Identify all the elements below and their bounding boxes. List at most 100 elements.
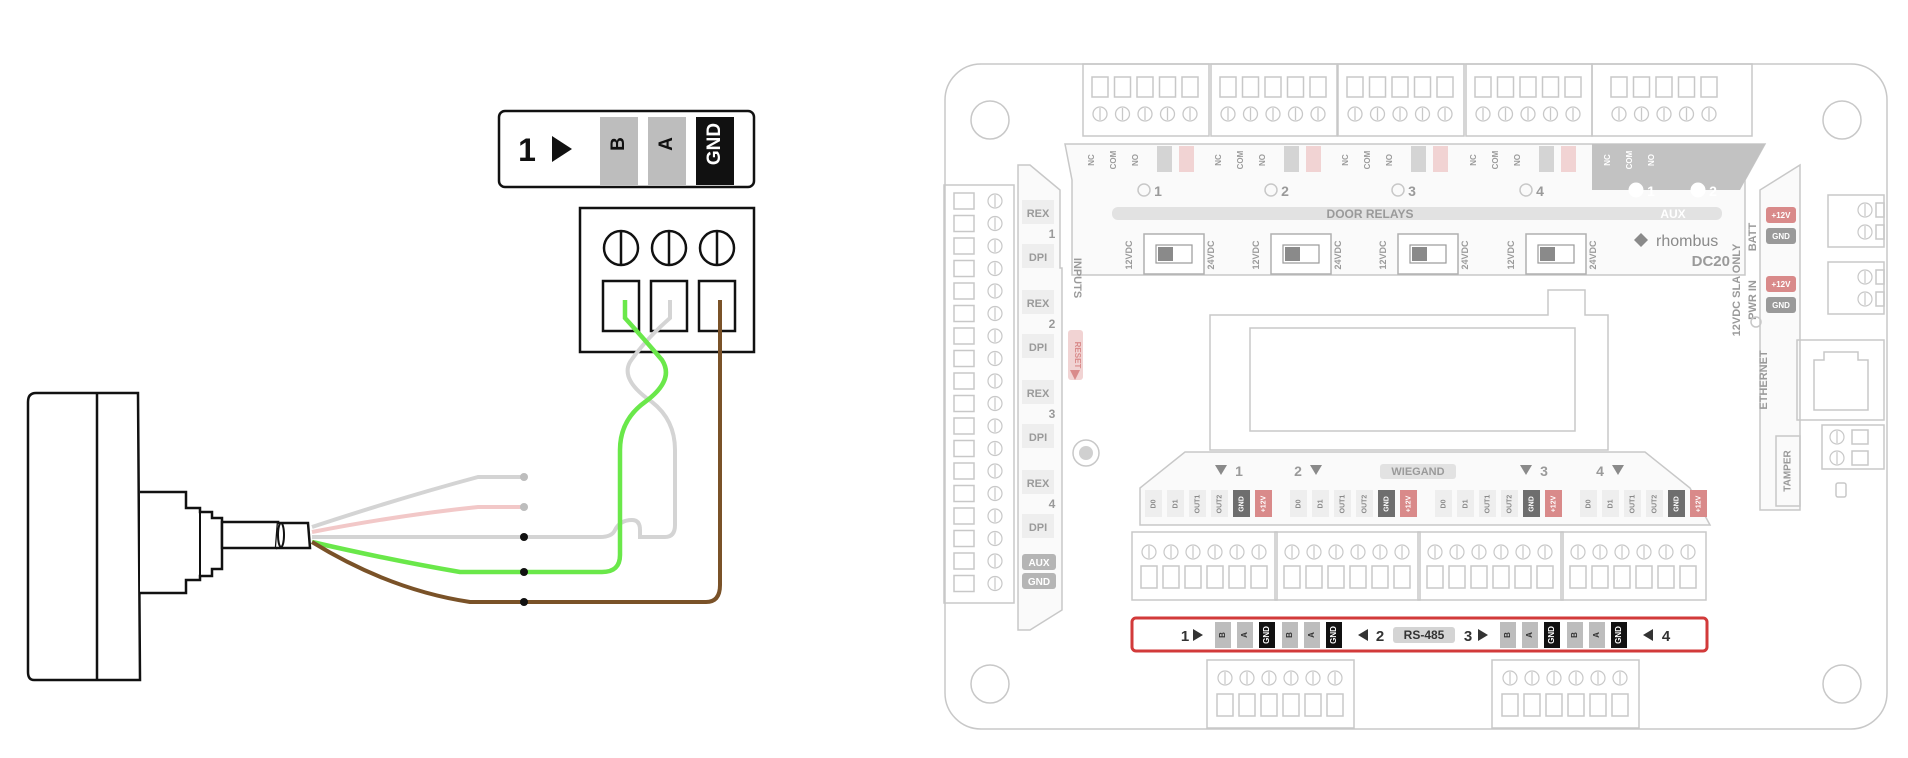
- rs485-port1-a: [1237, 622, 1253, 648]
- rs485-arrow-icon: [1643, 629, 1653, 641]
- terminal-slot: [1391, 76, 1409, 98]
- terminal-slot: [1501, 693, 1519, 717]
- terminal-slot: [1238, 693, 1256, 717]
- voltage-switch-knob: [1285, 247, 1300, 261]
- wiegand-pin-label: +12V: [1260, 495, 1267, 512]
- wiegand-pin-label: OUT1: [1194, 495, 1201, 514]
- rs485-port3-b: [1500, 622, 1516, 648]
- voltage-switch: [1525, 233, 1587, 275]
- ethernet-port-icon: [1813, 351, 1869, 411]
- rs485-label: RS-485: [1404, 628, 1445, 642]
- terminal-slot: [1519, 76, 1537, 98]
- tamper-terminal-block: [1821, 424, 1885, 470]
- rs485-port-number: 4: [1662, 628, 1671, 645]
- terminal-slot: [1635, 565, 1653, 589]
- wire-junction-dot: [520, 598, 528, 606]
- terminal-pin-b: [600, 117, 638, 185]
- relay-pin-shade-red: [1561, 146, 1576, 172]
- terminal-slot: [1610, 76, 1628, 98]
- input-number: 1: [1049, 227, 1056, 241]
- voltage-label-24: 24VDC: [1333, 240, 1343, 270]
- door-relays-label: DOOR RELAYS: [1327, 207, 1414, 221]
- status-led-icon: [1079, 446, 1093, 460]
- power-band: [1759, 163, 1801, 511]
- reset-label: RESET: [1073, 342, 1082, 369]
- terminal-slot: [1241, 76, 1260, 98]
- terminal-port-number: 1: [518, 132, 536, 168]
- terminal-slot: [1679, 565, 1697, 589]
- rs485-pin-label: A: [1240, 632, 1249, 638]
- relay-contact-label: NC: [1214, 154, 1223, 166]
- wire-junction-dot: [520, 473, 528, 481]
- rs485-port2-gnd: [1326, 622, 1342, 648]
- terminal-slot: [1545, 693, 1563, 717]
- input-number: 3: [1049, 407, 1056, 421]
- pwr-gnd-pin: [1766, 297, 1796, 313]
- wiegand-pin: [1624, 490, 1641, 517]
- terminal-slot: [1470, 565, 1488, 589]
- batt-plus-pin: [1766, 207, 1796, 223]
- rs485-port3-gnd: [1544, 622, 1560, 648]
- wiegand-terminal-block: [1131, 531, 1278, 601]
- wiegand-pin: [1378, 490, 1395, 517]
- reset-arrow-icon: [1070, 370, 1080, 380]
- cable-jacket: [220, 520, 280, 550]
- rs485-arrow-icon: [1193, 629, 1203, 641]
- terminal-slot: [1368, 76, 1387, 98]
- input-slot: [953, 327, 975, 345]
- relay-contact-label: COM: [1109, 150, 1118, 169]
- terminal-slot: [1305, 565, 1323, 589]
- aux-contact-label: COM: [1625, 150, 1634, 169]
- input-rex-bg: [1022, 290, 1054, 314]
- aux-relay-shade: [1592, 144, 1765, 190]
- rs485-pin-label: GND: [1329, 626, 1338, 644]
- rs485-pin-label: B: [1570, 632, 1579, 638]
- input-slot: [953, 507, 975, 525]
- door-relays-bar: [1112, 207, 1722, 220]
- tamper-jumper-icon: [1835, 482, 1847, 498]
- relay-led-icon: [1519, 183, 1533, 197]
- input-rex-label: REX: [1027, 208, 1050, 220]
- bottom-terminal-block: [1491, 659, 1640, 729]
- terminal-slot: [1436, 76, 1454, 98]
- terminal-slot: [1304, 693, 1322, 717]
- input-slot: [953, 282, 975, 300]
- terminal-slot: [1875, 291, 1885, 307]
- terminal-slot: [1492, 565, 1510, 589]
- wiegand-pin-label: D1: [1462, 499, 1469, 508]
- rs485-pin-label: B: [1503, 632, 1512, 638]
- wiegand-pin: [1255, 490, 1272, 517]
- wiegand-number: 2: [1294, 463, 1302, 479]
- wiegand-pin-label: OUT2: [1361, 495, 1368, 514]
- wiegand-number: 4: [1596, 463, 1604, 479]
- rs485-label-bg: [1393, 627, 1455, 643]
- terminal-slot: [1448, 565, 1466, 589]
- input-slot: [953, 237, 975, 255]
- input-slot: [953, 349, 975, 368]
- terminal-slot: [1536, 565, 1554, 589]
- aux-led-icon: [1628, 182, 1644, 198]
- wire-junction-dot: [520, 503, 528, 511]
- terminal-pin-a: [648, 117, 686, 185]
- wiegand-pin-label: OUT2: [1506, 495, 1513, 514]
- brand-name: rhombus: [1656, 233, 1718, 250]
- terminal-slot: [1413, 76, 1432, 98]
- input-rex-bg: [1022, 380, 1054, 404]
- aux-pin-label: AUX: [1028, 558, 1049, 569]
- pwr-in-label: PWR IN: [1747, 280, 1759, 320]
- wiegand-pin-label: D1: [1317, 499, 1324, 508]
- rs485-port2-a: [1304, 622, 1320, 648]
- rs485-arrow-icon: [1478, 629, 1488, 641]
- reset-button: [1068, 330, 1083, 380]
- relay-led-icon: [1391, 183, 1405, 197]
- terminal-slot: [1851, 450, 1869, 466]
- top-terminal-block: [1337, 63, 1465, 137]
- terminal-slot: [697, 279, 737, 333]
- terminal-slot: [1677, 76, 1696, 98]
- rs485-pin-label: GND: [1547, 626, 1556, 644]
- terminal-slot: [1113, 76, 1132, 98]
- terminal-slot: [1393, 565, 1411, 589]
- voltage-switch-knob: [1412, 247, 1427, 261]
